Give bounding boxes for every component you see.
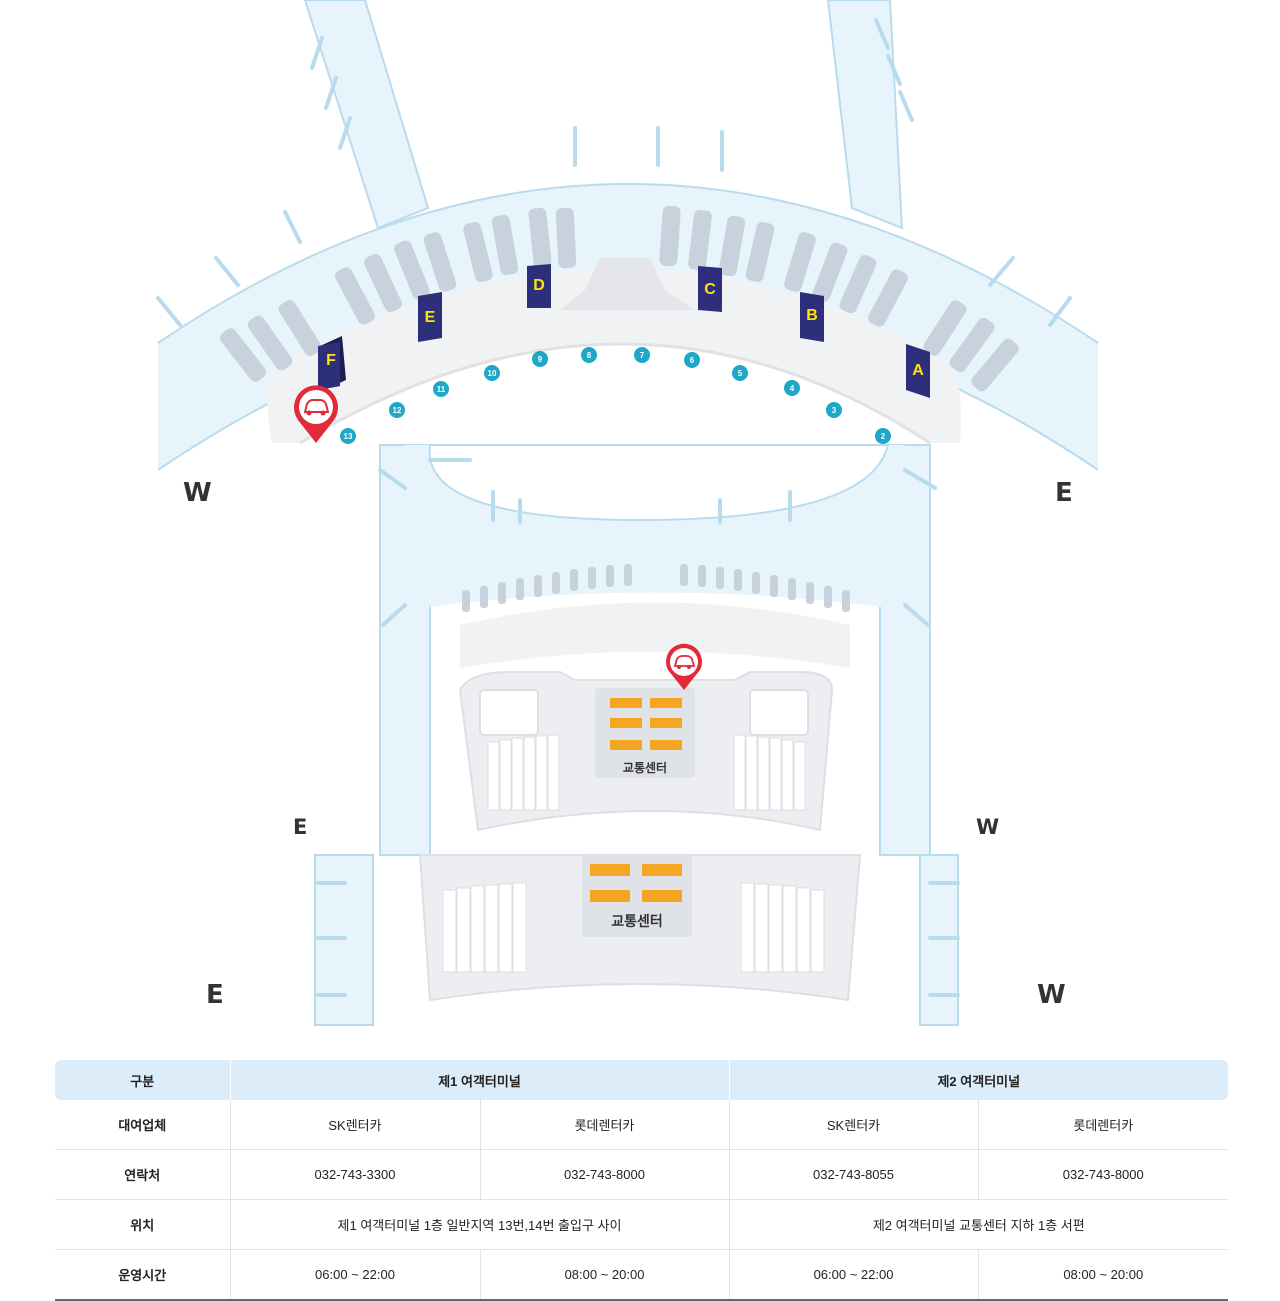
- compass-t2-b1-east: E: [206, 980, 224, 1010]
- gate-10: 10: [484, 365, 500, 381]
- compass-t2-b1-west: W: [1037, 980, 1066, 1010]
- gate-3: 3: [826, 402, 842, 418]
- svg-text:8: 8: [587, 351, 592, 360]
- t2-aircraft-stands: [462, 564, 850, 612]
- concourse-letter: B: [806, 307, 818, 324]
- concourse-letter: F: [326, 352, 336, 369]
- concourse-letter: C: [704, 281, 716, 298]
- table-row: 위치 제1 여객터미널 1층 일반지역 13번,14번 출입구 사이 제2 여객…: [55, 1199, 1229, 1250]
- t1-pier-west: [303, 0, 430, 230]
- gate-12: 12: [389, 402, 405, 418]
- concourse-E: E: [418, 292, 442, 342]
- svg-text:9: 9: [538, 355, 543, 364]
- cell-t1-lotte-company: 롯데렌터카: [480, 1100, 730, 1150]
- cell-t1-location: 제1 여객터미널 1층 일반지역 13번,14번 출입구 사이: [230, 1199, 730, 1250]
- car-rental-info-table: 구분 제1 여객터미널 제2 여객터미널 대여업체 SK렌터카 롯데렌터카 SK…: [55, 1060, 1229, 1301]
- compass-t1-west: W: [183, 478, 212, 508]
- svg-text:3: 3: [832, 406, 837, 415]
- cell-t1-lotte-contact[interactable]: 032-743-8000: [480, 1149, 730, 1200]
- concourse-letter: D: [533, 277, 545, 294]
- table-row: 연락처 032-743-3300 032-743-8000 032-743-80…: [55, 1149, 1229, 1200]
- gate-11: 11: [433, 381, 449, 397]
- t2-transport-center: [595, 688, 695, 778]
- row-label-company: 대여업체: [55, 1100, 231, 1150]
- cell-t2-lotte-company: 롯데렌터카: [978, 1100, 1229, 1150]
- header-category: 구분: [55, 1060, 230, 1100]
- svg-text:4: 4: [790, 384, 795, 393]
- terminal-map: F E D C B: [156, 0, 1099, 1026]
- svg-text:2: 2: [881, 432, 886, 441]
- t1-pier-east: [826, 0, 904, 230]
- svg-text:11: 11: [437, 385, 446, 394]
- terminal-1-map: F E D C B: [156, 0, 1099, 471]
- cell-t2-sk-contact[interactable]: 032-743-8055: [729, 1149, 979, 1200]
- t1-jet-bridges: [156, 18, 1072, 327]
- terminal-2-map: 교통센터: [378, 444, 937, 856]
- compass-t2-west: W: [976, 815, 1000, 839]
- cell-t2-lotte-hours: 08:00 ~ 20:00: [978, 1249, 1229, 1301]
- gate-2: 2: [875, 428, 891, 444]
- svg-text:6: 6: [690, 356, 695, 365]
- concourse-F: F: [318, 336, 346, 390]
- terminal-map-svg: F E D C B: [156, 0, 1099, 1026]
- table-row: 대여업체 SK렌터카 롯데렌터카 SK렌터카 롯데렌터카: [55, 1100, 1229, 1150]
- t2-b1-parking-blocks: [590, 864, 682, 902]
- svg-text:10: 10: [488, 369, 497, 378]
- t2-terminal-building: [460, 602, 850, 668]
- row-label-location: 위치: [55, 1199, 231, 1250]
- terminal-2-b1-map: 교통센터: [314, 854, 960, 1026]
- t2-parking-blocks: [610, 698, 682, 750]
- gate-8: 8: [581, 347, 597, 363]
- svg-text:13: 13: [344, 432, 353, 441]
- car-location-pin-icon[interactable]: [294, 385, 338, 443]
- gate-13: 13: [340, 428, 356, 444]
- t1-concourse-blocks: F E D C B: [318, 264, 930, 398]
- header-terminal-1: 제1 여객터미널: [229, 1060, 730, 1100]
- header-terminal-2: 제2 여객터미널: [728, 1060, 1229, 1100]
- table-header-row: 구분 제1 여객터미널 제2 여객터미널: [55, 1060, 1229, 1100]
- gate-9: 9: [532, 351, 548, 367]
- concourse-C: C: [698, 266, 722, 312]
- gate-4: 4: [784, 380, 800, 396]
- svg-text:12: 12: [393, 406, 402, 415]
- concourse-A: A: [906, 344, 930, 398]
- svg-text:7: 7: [640, 351, 645, 360]
- concourse-letter: A: [912, 362, 924, 379]
- t1-gate-badges: 2 3 4 5 6 7 8 9 10 11 12 13: [340, 347, 891, 444]
- svg-text:5: 5: [738, 369, 743, 378]
- row-label-contact: 연락처: [55, 1149, 231, 1200]
- cell-t2-location: 제2 여객터미널 교통센터 지하 1층 서편: [729, 1199, 1229, 1250]
- cell-t1-sk-hours: 06:00 ~ 22:00: [230, 1249, 481, 1301]
- t1-aircraft-stands: [219, 205, 1019, 392]
- cell-t1-lotte-hours: 08:00 ~ 20:00: [480, 1249, 730, 1301]
- cell-t2-sk-company: SK렌터카: [729, 1100, 979, 1150]
- t1-central-building: [560, 258, 695, 310]
- concourse-B: B: [800, 292, 824, 342]
- cell-t2-sk-hours: 06:00 ~ 22:00: [729, 1249, 979, 1301]
- cell-t1-sk-company: SK렌터카: [230, 1100, 481, 1150]
- transport-center-label: 교통센터: [623, 760, 667, 775]
- transport-center-label: 교통센터: [611, 913, 663, 929]
- gate-7: 7: [634, 347, 650, 363]
- compass-t1-east: E: [1055, 478, 1073, 508]
- compass-t2-east: E: [293, 815, 308, 839]
- gate-6: 6: [684, 352, 700, 368]
- cell-t1-sk-contact[interactable]: 032-743-3300: [230, 1149, 481, 1200]
- concourse-letter: E: [425, 309, 436, 326]
- car-location-pin-icon[interactable]: [666, 643, 702, 690]
- gate-5: 5: [732, 365, 748, 381]
- concourse-D: D: [527, 264, 551, 308]
- table-row: 운영시간 06:00 ~ 22:00 08:00 ~ 20:00 06:00 ~…: [55, 1249, 1229, 1301]
- cell-t2-lotte-contact[interactable]: 032-743-8000: [978, 1149, 1229, 1200]
- row-label-hours: 운영시간: [55, 1249, 231, 1301]
